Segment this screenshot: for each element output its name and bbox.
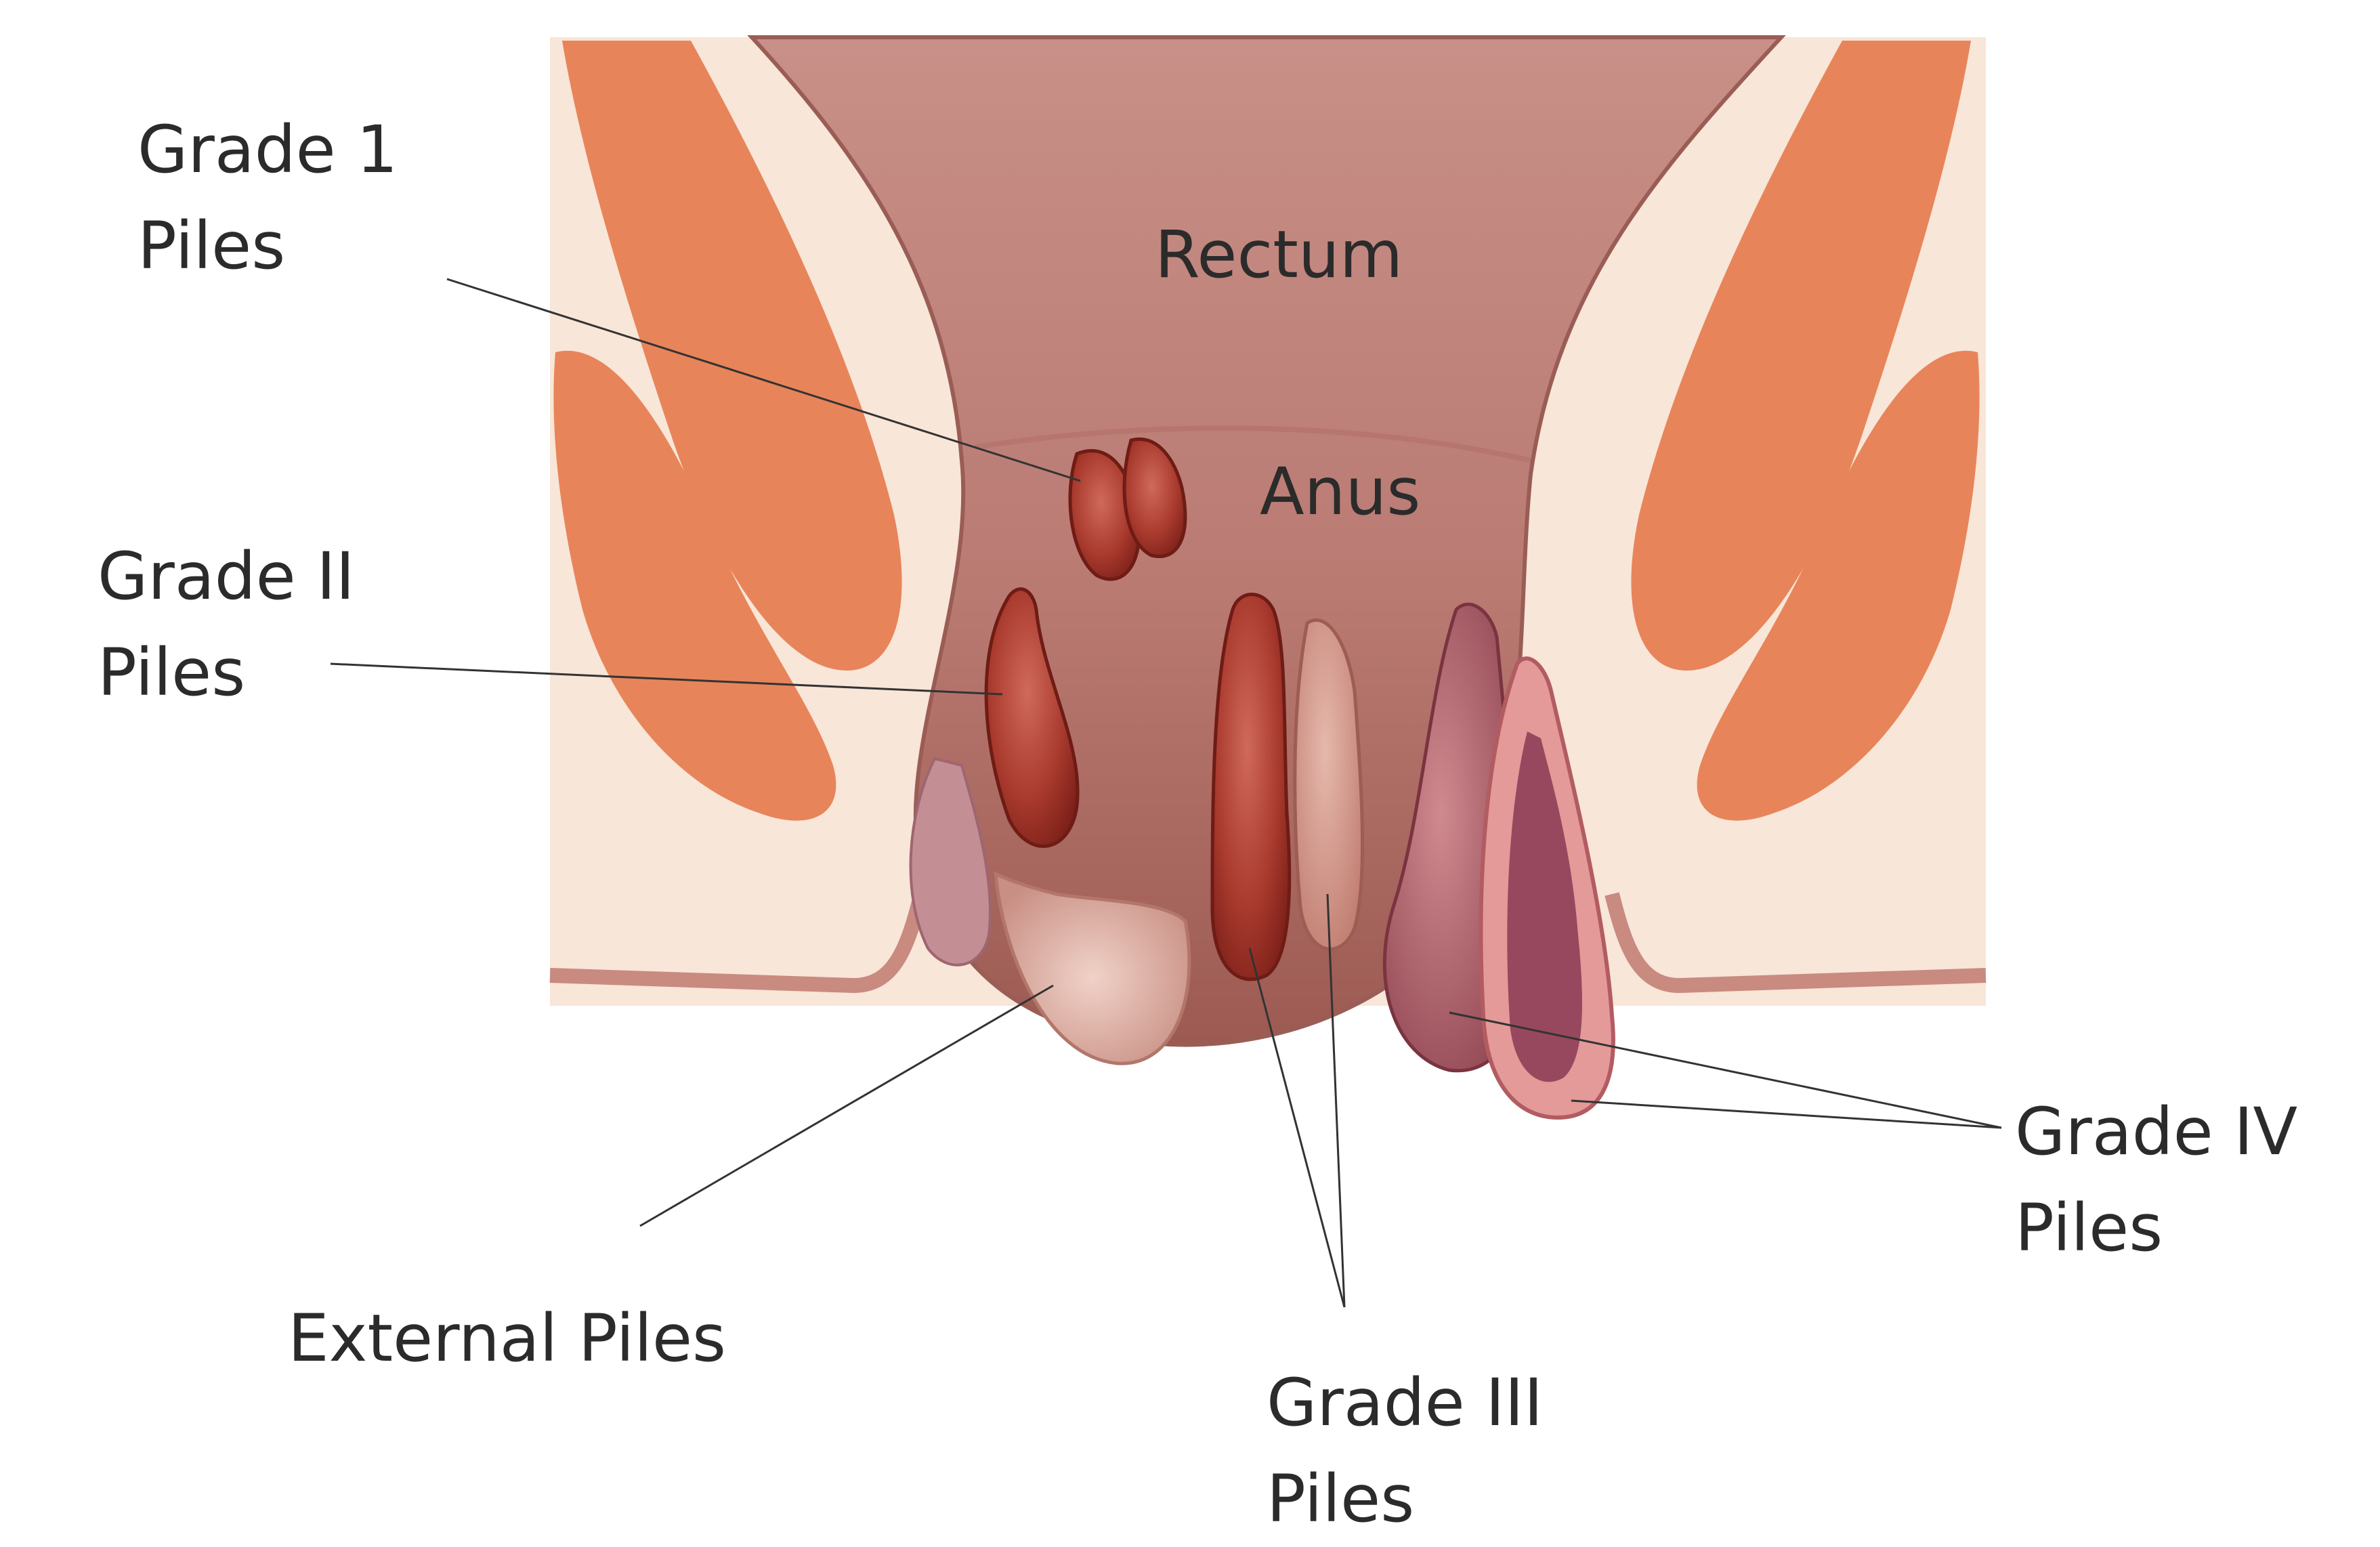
leader-grade1 <box>446 278 1081 482</box>
label-grade1-line2: Piles <box>137 208 286 284</box>
label-grade3-piles: Grade III Piles <box>1267 1355 1543 1547</box>
leader-lines <box>330 278 2002 1308</box>
label-grade3-line1: Grade III <box>1267 1365 1544 1441</box>
label-rectum-text: Rectum <box>1155 217 1403 293</box>
label-grade2-piles: Grade II Piles <box>98 528 355 721</box>
leader-grade3-a <box>1248 948 1346 1308</box>
label-anus: Anus <box>1260 444 1420 540</box>
leader-grade3-b <box>1326 893 1346 1308</box>
label-external-piles: External Piles <box>288 1290 726 1386</box>
muscle-right <box>1631 41 1980 821</box>
label-anus-text: Anus <box>1260 454 1421 530</box>
label-rectum: Rectum <box>1155 207 1403 303</box>
leader-grade2 <box>330 662 1003 696</box>
leader-grade4-b <box>1571 1099 2002 1129</box>
label-grade2-line1: Grade II <box>98 538 355 614</box>
label-grade4-line2: Piles <box>2015 1190 2163 1266</box>
muscle-left <box>553 41 902 821</box>
label-grade4-piles: Grade IV Piles <box>2015 1084 2297 1276</box>
grade1-piles-shape <box>1068 438 1187 581</box>
label-grade1-line1: Grade 1 <box>137 112 398 188</box>
grade4-piles-shape <box>1382 602 1615 1120</box>
label-grade3-line2: Piles <box>1267 1461 1415 1537</box>
leader-external <box>639 984 1054 1227</box>
label-grade1-piles: Grade 1 Piles <box>137 102 398 294</box>
label-external-text: External Piles <box>288 1300 727 1376</box>
grade3-piles-shape <box>1210 593 1365 981</box>
label-grade2-line2: Piles <box>98 635 246 711</box>
label-grade4-line1: Grade IV <box>2015 1094 2298 1170</box>
leader-grade4-a <box>1449 1011 2002 1129</box>
external-piles-shape <box>909 757 1191 1065</box>
grade2-pile-shape <box>984 587 1080 848</box>
